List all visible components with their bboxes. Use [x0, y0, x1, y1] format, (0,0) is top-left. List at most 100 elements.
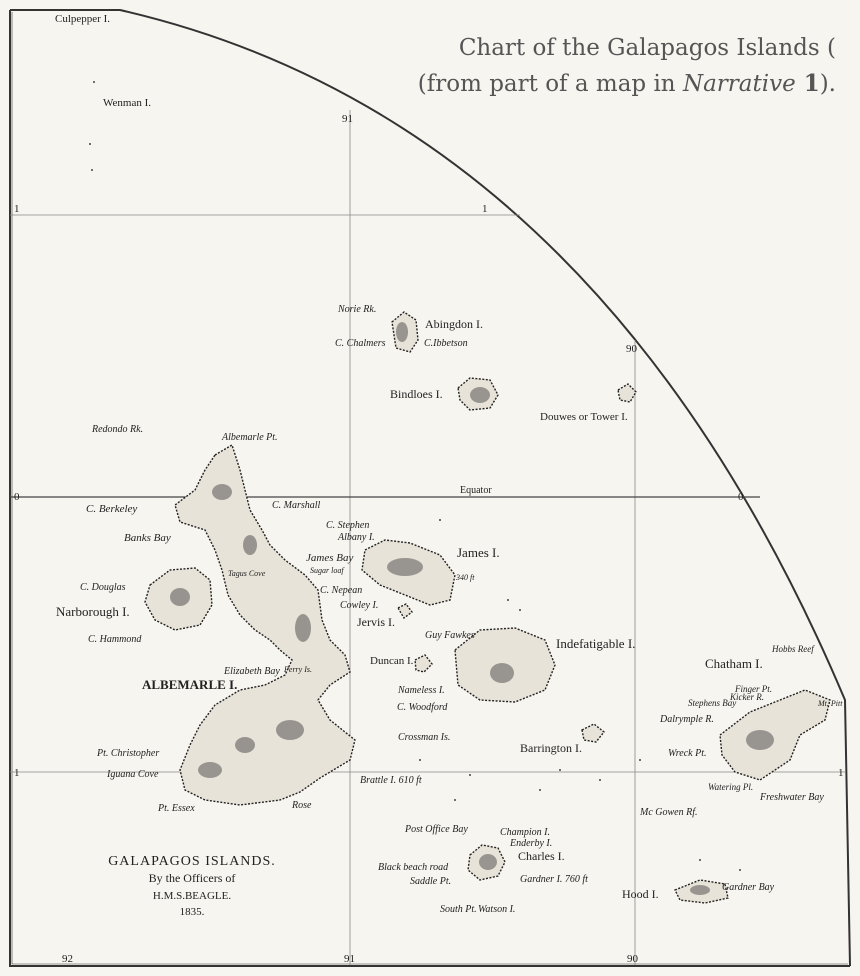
title-year: 1835. [180, 906, 205, 918]
lat-label-0-right: 0 [738, 491, 744, 503]
label-jervis: Jervis I. [357, 615, 395, 629]
label-pt-essex: Pt. Essex [157, 803, 195, 814]
label-dalrymple: Dalrymple R. [659, 714, 714, 725]
label-c-stephen: C. Stephen [326, 520, 369, 531]
label-tagus-cove: Tagus Cove [228, 569, 266, 578]
title-galapagos: GALAPAGOS ISLANDS. [108, 854, 276, 869]
label-rose: Rose [291, 800, 312, 811]
caption-volume: 1 [795, 70, 820, 97]
map-frame [9, 9, 851, 967]
jervis-island-shape [397, 603, 413, 620]
lat-label-0-left: 0 [14, 491, 20, 503]
label-bindloes: Bindloes I. [390, 387, 443, 401]
label-saddle-point: Saddle Pt. [410, 876, 451, 887]
label-chatham: Chatham I. [705, 656, 763, 671]
label-albemarle-point: Albemarle Pt. [221, 432, 278, 443]
lat-label-1s-right: 1 [838, 767, 844, 779]
label-indefatigable: Indefatigable I. [556, 636, 635, 651]
label-culpepper: Culpepper I. [55, 13, 110, 25]
label-c-chalmers: C. Chalmers [335, 338, 386, 349]
chatham-island-shape [719, 689, 831, 781]
label-guy-fawkes: Guy Fawkes [425, 630, 475, 641]
label-south-point: South Pt. [440, 904, 477, 915]
lon-label-91-bottom: 91 [344, 953, 355, 965]
title-by-officers: By the Officers of [149, 871, 236, 885]
duncan-island-shape [414, 654, 433, 673]
label-tower: Douwes or Tower I. [540, 411, 628, 423]
label-nameless: Nameless I. [397, 685, 445, 696]
label-james-height: 340 ft [455, 573, 475, 582]
label-champion: Champion I. [500, 827, 550, 838]
label-c-berkeley: C. Berkeley [86, 503, 137, 515]
label-charles: Charles I. [518, 849, 565, 863]
lat-label-1s-left: 1 [14, 767, 20, 779]
label-watson: Watson I. [478, 904, 515, 915]
label-c-ibbetson: C.Ibbetson [424, 338, 468, 349]
label-sugar-loaf: Sugar loaf [310, 566, 345, 575]
title-block: GALAPAGOS ISLANDS. By the Officers of H.… [108, 854, 276, 918]
label-black-beach-road: Black beach road [378, 862, 449, 873]
label-post-office-bay: Post Office Bay [404, 824, 468, 835]
label-finger-point: Finger Pt. [734, 684, 772, 694]
label-hobbs-reef: Hobbs Reef [771, 644, 815, 654]
barrington-island-shape [581, 723, 605, 743]
label-redondo-rock: Redondo Rk. [91, 424, 143, 435]
tower-island-shape [617, 383, 637, 403]
equator-label: Equator [460, 485, 492, 496]
label-c-douglas: C. Douglas [80, 582, 126, 593]
label-c-marshall: C. Marshall [272, 500, 321, 511]
title-hms-beagle: H.M.S.BEAGLE. [153, 890, 231, 902]
coastlines [144, 311, 831, 904]
label-barrington: Barrington I. [520, 741, 582, 755]
label-wreck-point: Wreck Pt. [668, 748, 707, 759]
map-caption: Chart of the Galapagos Islands ( (from p… [418, 30, 836, 102]
label-albany: Albany I. [337, 532, 375, 543]
label-watering-place: Watering Pl. [708, 782, 753, 792]
caption-line-2: (from part of a map in Narrative 1). [418, 66, 836, 102]
label-pt-christopher: Pt. Christopher [96, 748, 159, 759]
island-labels: Culpepper I. Wenman I. Abingdon I. Bindl… [55, 13, 763, 915]
lon-label-90-bottom: 90 [627, 953, 639, 965]
albemarle-island-shape [174, 443, 356, 806]
graticule [10, 110, 845, 965]
label-cowley: Cowley I. [340, 600, 378, 611]
label-james-bay: James Bay [306, 552, 353, 564]
label-c-woodford: C. Woodford [397, 702, 448, 713]
graticule-labels: 91 90 92 91 90 1 1 0 0 1 1 Equator [14, 113, 844, 965]
label-banks-bay: Banks Bay [124, 532, 171, 544]
lat-label-1n-left: 1 [14, 203, 20, 215]
label-gardner-island: Gardner I. 760 ft [520, 874, 588, 885]
lon-label-90-top: 90 [626, 343, 638, 355]
soundings [89, 81, 741, 871]
caption-line-1: Chart of the Galapagos Islands ( [458, 35, 836, 61]
label-c-nepean: C. Nepean [320, 585, 362, 596]
label-narborough: Narborough I. [56, 604, 130, 619]
label-brattle: Brattle I. 610 ft [360, 775, 422, 786]
volcano-shading [170, 322, 774, 895]
label-kicker-rock: Kicker R. [729, 692, 764, 702]
label-norie-rock: Norie Rk. [337, 304, 376, 315]
caption-end: ). [819, 71, 836, 97]
label-james: James I. [457, 545, 500, 560]
label-enderby: Enderby I. [509, 838, 552, 849]
label-albemarle: ALBEMARLE I. [142, 677, 237, 692]
label-hood: Hood I. [622, 887, 659, 901]
label-wenman: Wenman I. [103, 97, 151, 109]
lon-label-91-top: 91 [342, 113, 353, 125]
label-crossman: Crossman Is. [398, 732, 450, 743]
label-mt-pitt: Mt. Pitt [817, 699, 843, 708]
lon-label-92-bottom: 92 [62, 953, 73, 965]
caption-text: (from part of a map in [417, 71, 683, 97]
label-perry: Perry Is. [283, 665, 312, 674]
place-labels: Norie Rk. C. Chalmers C.Ibbetson Redondo… [80, 304, 843, 915]
label-duncan: Duncan I. [370, 655, 414, 667]
label-freshwater-bay: Freshwater Bay [759, 792, 824, 803]
label-c-hammond: C. Hammond [88, 634, 142, 645]
label-elizabeth-bay: Elizabeth Bay [223, 666, 280, 677]
caption-narrative: Narrative [682, 71, 796, 97]
lat-label-1n-right: 1 [482, 203, 488, 215]
label-gardner-bay: Gardner Bay [722, 882, 775, 893]
label-stephens-bay: Stephens Bay [688, 698, 736, 708]
label-iguana-cove: Iguana Cove [106, 769, 159, 780]
